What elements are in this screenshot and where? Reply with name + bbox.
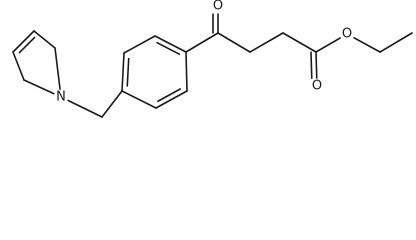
single-bond-c_ethyl1-c_ethyl2 [379,32,413,53]
bond-inner-line [157,88,182,103]
atom-labels-layer: N O O O [56,0,352,105]
single-bond-c_ring2-c_ring3 [12,51,25,81]
bond-line [23,79,55,95]
double-bond-c_ar5-c_ar6 [155,88,188,109]
single-bond-c_ar4-c_ar5 [185,51,188,92]
bond-line [12,30,35,53]
bond-line [217,32,251,53]
single-bond-c_ar2-c_ar3 [123,35,156,54]
bond-line [12,51,25,81]
single-bond-c_ring4-c_ring1 [33,30,56,49]
bond-line [379,32,413,53]
atom-label-n_pyrroline: N [56,90,66,105]
single-bond-c_ring3-n_pyrroline [23,79,55,95]
bond-line [121,52,125,92]
atom-label-o_ketone: O [213,0,223,14]
bond-line [282,32,317,53]
bonds-layer [12,13,413,118]
bond-line [185,51,188,92]
bond-line [315,51,318,79]
bond-line [67,99,103,118]
bond-line [249,32,284,53]
single-bond-c_chain2-c_ester [282,32,317,53]
bond-inner-line [18,36,36,54]
single-bond-c_chain1-c_chain2 [249,32,284,53]
double-bond-c_ketone-o_ketone [212,13,219,34]
bond-line [155,90,188,109]
double-bond-c_ester-o_ester_carbonyl [310,51,318,79]
bond-second-line [310,51,313,79]
single-bond-n_pyrroline-c_ring4 [54,47,61,90]
bond-line [54,47,61,90]
single-bond-n_pyrroline-c_methylene [67,99,103,118]
bond-line [33,30,56,49]
molecular-structure: N O O O [12,0,413,118]
single-bond-o_ester_ether-c_ethyl1 [353,37,381,53]
single-bond-c_ester-o_ester_ether [315,37,341,53]
bond-line [121,90,157,109]
bond-line [154,35,187,53]
single-bond-c_methylene-c_ar1 [101,90,123,118]
single-bond-c_ar4-c_ketone [185,32,219,53]
bond-line [353,37,381,53]
bond-line [123,35,156,54]
double-bond-c_ar3-c_ar4 [154,35,187,56]
bond-line [185,32,219,53]
bond-inner-line [156,41,181,56]
bond-line [101,90,123,118]
single-bond-c_ketone-c_chain1 [217,32,251,53]
bond-line [315,37,341,53]
double-bond-c_ar1-c_ar2 [121,52,130,92]
bond-inner-line [126,57,130,87]
double-bond-c_ring1-c_ring2 [12,30,36,54]
single-bond-c_ar6-c_ar1 [121,90,157,109]
atom-label-o_ester_carbonyl: O [312,79,322,94]
atom-label-o_ester_ether: O [342,27,352,42]
